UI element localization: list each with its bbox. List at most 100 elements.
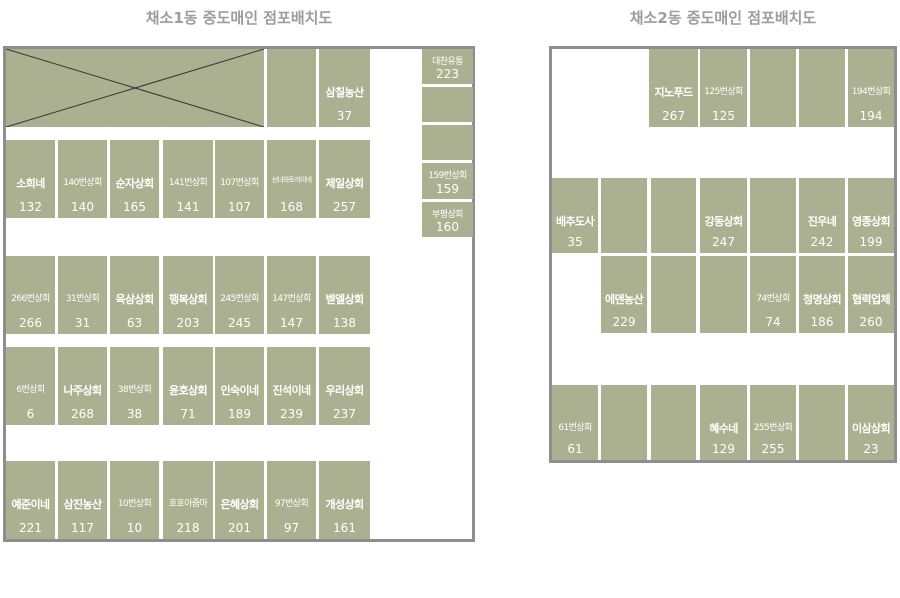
stall-name: 74번상회: [756, 294, 790, 304]
stall-name: 나주상회: [63, 384, 102, 397]
stall-empty[interactable]: [651, 256, 696, 333]
stall-empty[interactable]: [799, 49, 845, 127]
stall-name: 255번상회: [753, 423, 793, 433]
stall-number: 203: [176, 316, 200, 330]
stall-empty[interactable]: [750, 49, 796, 127]
stall-empty[interactable]: [651, 385, 696, 460]
stall-name: 제일상회: [325, 177, 364, 190]
stall-name: 6번상회: [16, 385, 45, 395]
stall-number: 63: [126, 316, 143, 330]
stall-empty[interactable]: [267, 49, 316, 127]
stall-number: 161: [333, 521, 356, 535]
stall-empty[interactable]: [750, 178, 796, 253]
stall-number: 168: [280, 200, 303, 214]
stall-name: 우리상회: [325, 384, 364, 397]
stall-number: 257: [333, 200, 356, 214]
stall-name: 이삼상회: [851, 422, 891, 435]
stall-name: 97번상회: [274, 499, 309, 509]
stall-267[interactable]: 지노푸드 267: [649, 49, 698, 127]
stall-number: 245: [228, 316, 251, 330]
stall-empty[interactable]: [601, 385, 647, 460]
stall-74[interactable]: 74번상회 74: [750, 256, 796, 333]
stall-empty[interactable]: [422, 125, 473, 160]
stall-number: 129: [712, 442, 735, 456]
stall-number: 186: [810, 315, 834, 329]
stall-name: 벧엘상회: [325, 293, 364, 306]
stall-name: 125번상회: [704, 87, 743, 97]
stall-name: 107번상회: [220, 178, 259, 188]
stall-number: 260: [859, 315, 883, 329]
stall-empty[interactable]: [422, 87, 473, 122]
stall-number: 141: [176, 200, 200, 214]
stall-number: 159: [436, 182, 459, 196]
stall-138[interactable]: 벧엘상회 138: [319, 256, 370, 334]
stall-name: 은혜상회: [220, 498, 259, 511]
stall-number: 221: [19, 521, 42, 535]
stall-number: 268: [71, 407, 94, 421]
stall-number: 38: [126, 407, 143, 421]
stall-number: 267: [662, 109, 685, 123]
stall-257[interactable]: 제일상회 257: [319, 140, 370, 218]
stall-63[interactable]: 육삼상회 63: [110, 256, 159, 334]
stall-number: 117: [71, 521, 94, 535]
stall-268[interactable]: 나주상회 268: [58, 347, 107, 425]
stall-number: 74: [765, 315, 781, 329]
stall-name: 대찬유통: [432, 57, 463, 67]
stall-number: 223: [436, 67, 459, 81]
stall-number: 138: [333, 316, 356, 330]
stall-empty[interactable]: [601, 178, 647, 253]
stall-empty[interactable]: [700, 256, 747, 333]
stall-empty[interactable]: [799, 385, 845, 460]
stall-name: 10번상회: [117, 499, 152, 509]
stall-empty[interactable]: [651, 178, 696, 253]
stall-unassigned-crossed[interactable]: [6, 49, 264, 127]
stall-number: 189: [228, 407, 251, 421]
stall-name: 육삼상회: [115, 293, 154, 306]
stall-129[interactable]: 혜수네 129: [700, 385, 747, 460]
cross-mark-icon: [6, 49, 264, 127]
stall-name: 혜수네: [709, 422, 738, 435]
stall-number: 61: [567, 442, 583, 456]
stall-name: 지노푸드: [654, 86, 693, 99]
